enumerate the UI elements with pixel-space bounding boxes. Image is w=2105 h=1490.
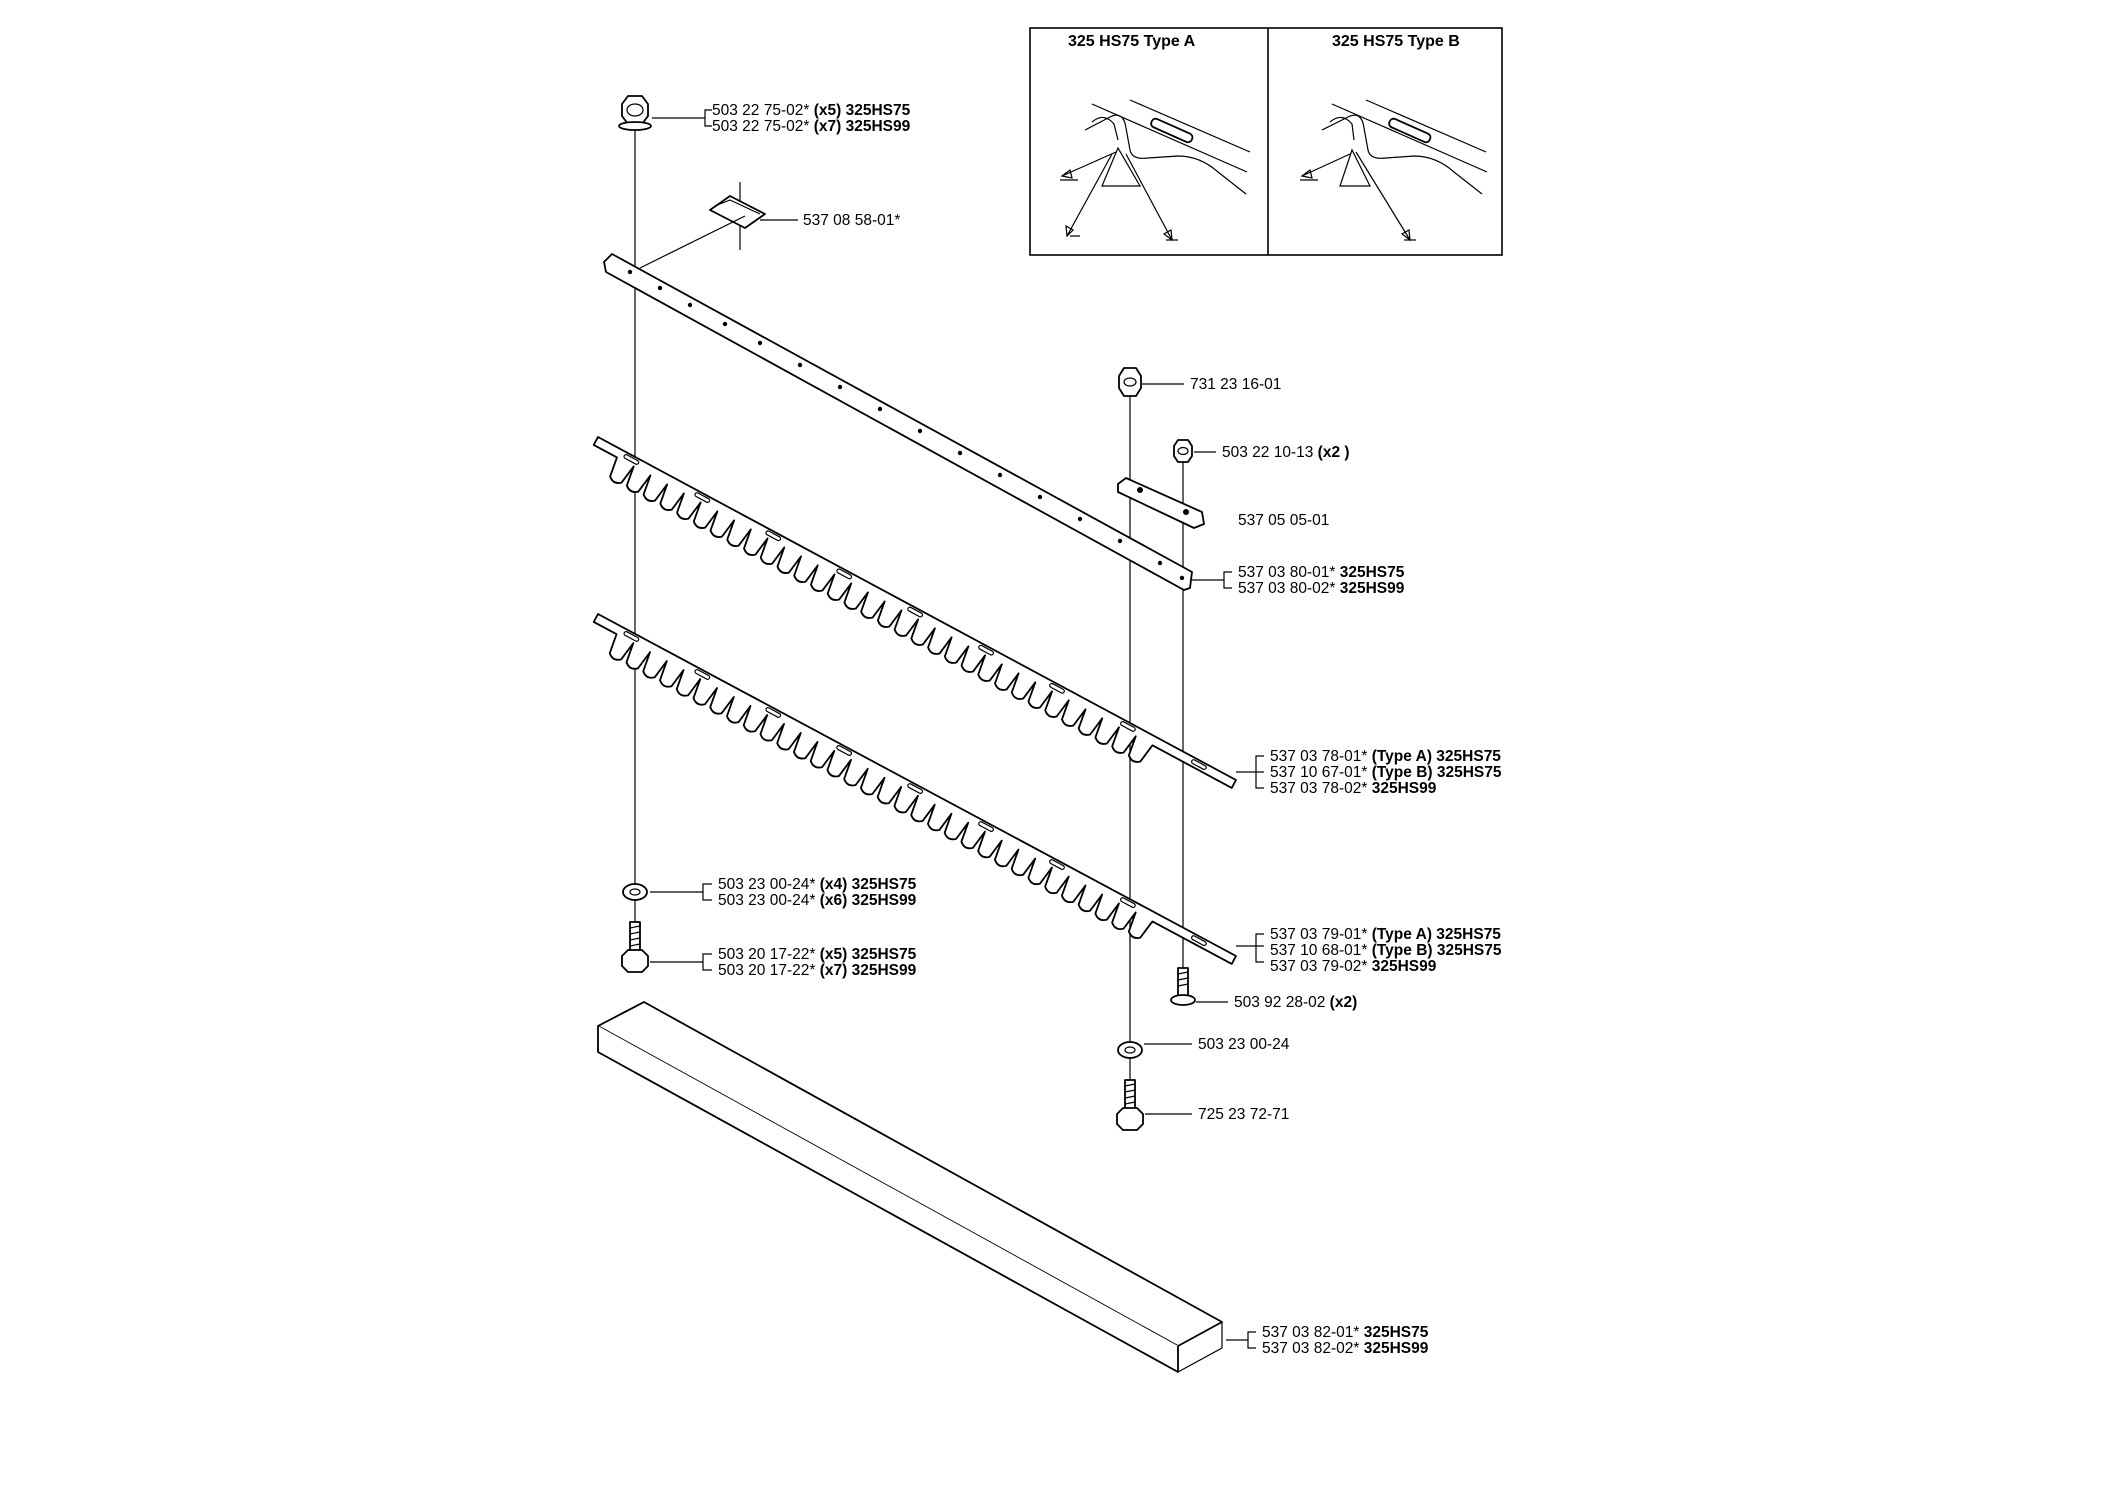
type-inset: 325 HS75 Type A 325 HS75 Type B (1029, 27, 1503, 256)
guide-bar (603, 253, 1193, 591)
connecting-plate (1117, 477, 1205, 529)
label-washer-left-2: 503 23 00-24* (x6) 325HS99 (718, 892, 917, 909)
label-bolt-left-2: 503 20 17-22* (x7) 325HS99 (718, 962, 917, 979)
label-bolt-left-1: 503 20 17-22* (x5) 325HS75 (718, 946, 917, 963)
lower-cutter-blade-slot (623, 630, 640, 642)
label-bolt-right: 725 23 72-71 (1198, 1106, 1289, 1123)
lower-cutter-blade-slot (836, 745, 853, 756)
label-bar-2: 537 03 80-02* 325HS99 (1238, 580, 1405, 597)
blade-guard (597, 1001, 1223, 1373)
washer-right (1117, 1041, 1143, 1059)
upper-cutter-blade-slot (694, 492, 711, 504)
lower-cutter-blade-slot (978, 821, 994, 832)
part-labels: 503 22 75-02* (x5) 325HS75 503 22 75-02*… (712, 102, 1502, 1357)
label-blade-upper-3: 537 03 78-02* 325HS99 (1270, 780, 1437, 797)
label-guard-2: 537 03 82-02* 325HS99 (1262, 1340, 1429, 1357)
upper-cutter-blade-slot (907, 606, 923, 618)
label-plate: 537 05 05-01 (1238, 512, 1329, 529)
upper-cutter-blade-slot (978, 644, 994, 656)
inset-frame (1029, 27, 1503, 256)
lower-cutter-blade-slot (907, 783, 923, 794)
inset-type-a-title: 325 HS75 Type A (1068, 33, 1196, 50)
nut-small (1173, 439, 1193, 463)
label-nut-left-1: 503 22 75-02* (x5) 325HS75 (712, 102, 911, 119)
label-washer-right: 503 23 00-24 (1198, 1036, 1290, 1053)
screw-small (1170, 967, 1196, 1006)
label-nut-small: 503 22 10-13 (x2 ) (1222, 444, 1350, 461)
washer-left (622, 883, 648, 901)
upper-cutter-blade-outline (592, 436, 1237, 789)
lower-cutter-blade-slot (765, 707, 782, 718)
label-blade-upper-1: 537 03 78-01* (Type A) 325HS75 (1270, 748, 1501, 765)
type-a-detail (1060, 99, 1251, 242)
lower-cutter-blade (592, 613, 1237, 965)
upper-cutter-blade (592, 436, 1237, 789)
flange-nut-left (618, 95, 652, 131)
label-nut-left-2: 503 22 75-02* (x7) 325HS99 (712, 118, 911, 135)
upper-cutter-blade-slot (765, 530, 782, 542)
label-clip: 537 08 58-01* (803, 212, 900, 229)
label-guard-1: 537 03 82-01* 325HS75 (1262, 1324, 1429, 1341)
upper-cutter-blade-slot (1120, 721, 1136, 732)
label-washer-left-1: 503 23 00-24* (x4) 325HS75 (718, 876, 917, 893)
label-blade-lower-3: 537 03 79-02* 325HS99 (1270, 958, 1437, 975)
label-blade-upper-2: 537 10 67-01* (Type B) 325HS75 (1270, 764, 1502, 781)
bolt-right (1116, 1079, 1144, 1131)
lower-cutter-blade-slot (1120, 897, 1136, 909)
leader-lines (650, 109, 1264, 1349)
upper-cutter-blade-slot (836, 568, 853, 580)
upper-cutter-blade-slot (1190, 759, 1207, 771)
blades-group (592, 436, 1237, 965)
bolt-left (621, 921, 649, 973)
lower-cutter-blade-slot (1049, 859, 1065, 871)
upper-cutter-blade-slot (623, 454, 640, 465)
label-nut-right: 731 23 16-01 (1190, 376, 1281, 393)
label-blade-lower-2: 537 10 68-01* (Type B) 325HS75 (1270, 942, 1502, 959)
clip-part (639, 182, 766, 269)
nut-right (1118, 367, 1142, 397)
lower-cutter-blade-outline (592, 613, 1237, 965)
label-blade-lower-1: 537 03 79-01* (Type A) 325HS75 (1270, 926, 1501, 943)
label-screw-small: 503 92 28-02 (x2) (1234, 994, 1357, 1011)
lower-cutter-blade-slot (1190, 935, 1207, 947)
upper-cutter-blade-slot (1049, 682, 1065, 694)
lower-cutter-blade-slot (694, 669, 711, 680)
type-b-detail (1300, 99, 1488, 242)
label-bar-1: 537 03 80-01* 325HS75 (1238, 564, 1405, 581)
inset-type-b-title: 325 HS75 Type B (1332, 33, 1460, 50)
